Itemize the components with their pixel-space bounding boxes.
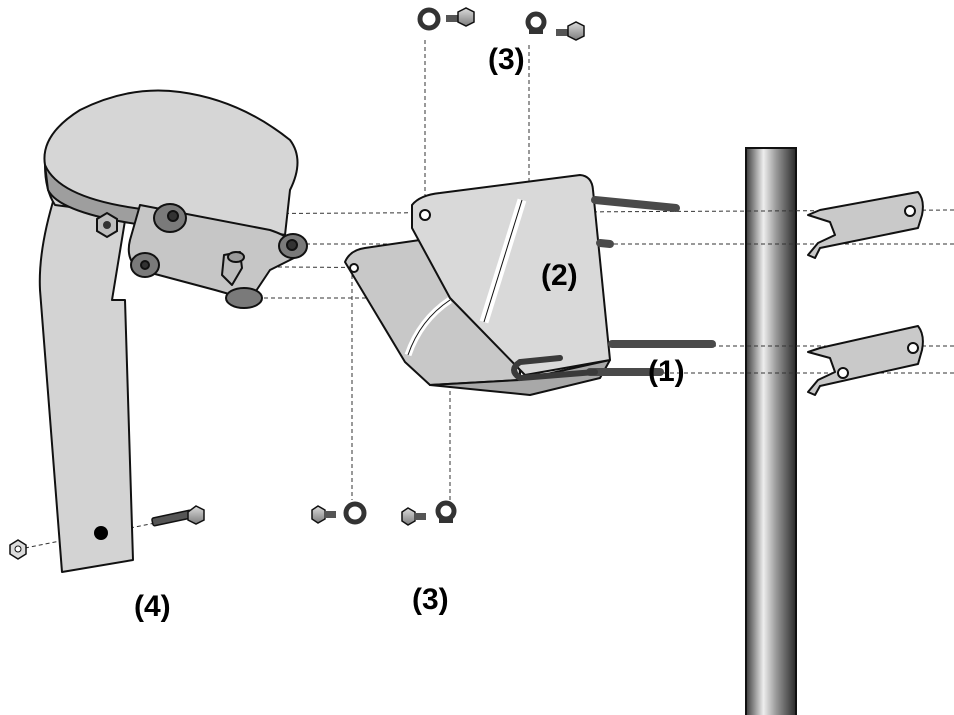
part-label-3-bottom: (3): [412, 583, 449, 616]
lock-washer-icon: [525, 11, 547, 34]
mounting-bracket: [344, 174, 611, 396]
part-label-4: (4): [134, 590, 171, 623]
lock-washer-icon: [435, 500, 457, 523]
arm-mount-hole: [94, 526, 108, 540]
washer-icon: [417, 7, 441, 31]
bolt-icon: [446, 7, 475, 27]
bolt-icon: [556, 21, 585, 41]
nut-icon: [9, 539, 27, 560]
bolt-icon: [151, 505, 205, 527]
part-label-1: (1): [648, 355, 685, 388]
bolt-icon: [311, 505, 336, 524]
part-label-3-top: (3): [488, 43, 525, 76]
u-bolt: [511, 196, 716, 382]
bolt-icon: [401, 507, 426, 526]
clamp-jaw: [807, 191, 924, 259]
clamp-jaw: [807, 325, 924, 396]
nut-icon: [96, 211, 118, 239]
antenna-head: [38, 89, 308, 573]
mast-pole: [745, 147, 797, 715]
washer-icon: [343, 501, 367, 525]
part-label-2: (2): [541, 259, 578, 292]
